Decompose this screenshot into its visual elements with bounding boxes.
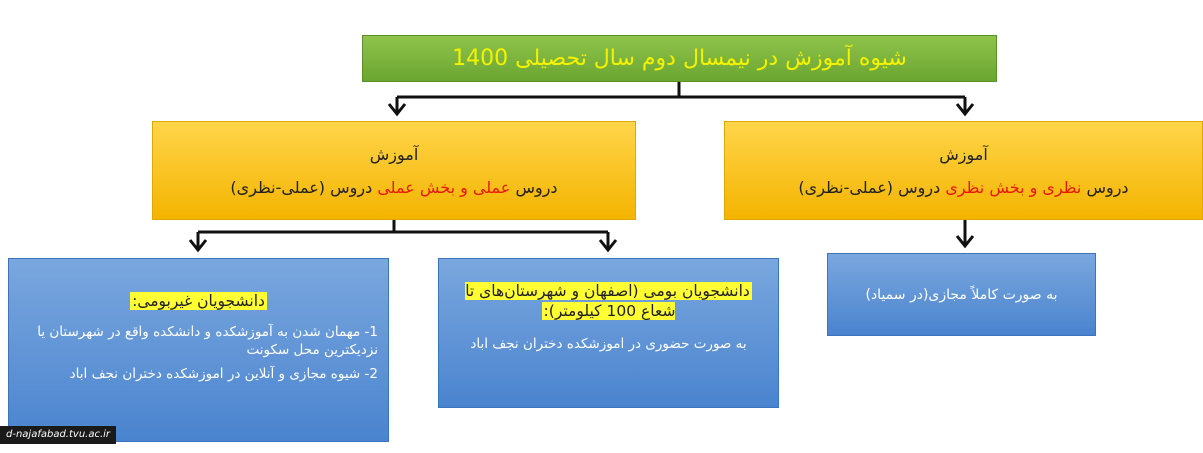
- theory-line2-red: نظری و بخش نظری: [945, 177, 1082, 197]
- practical-box-line2: دروس عملی و بخش عملی دروس (عملی-نظری): [153, 178, 635, 197]
- root-title: شیوه آموزش در نیمسال دوم سال تحصیلی 1400: [452, 46, 907, 71]
- practical-box-line1: آموزش: [369, 144, 419, 164]
- theory-box-line2: دروس نظری و بخش نظری دروس (عملی-نظری): [725, 178, 1202, 197]
- arrowhead-nonnative-icon: [188, 239, 208, 253]
- nonnative-heading-wrap: دانشجویان غیربومی:: [19, 291, 378, 311]
- theory-line2-post: دروس (عملی-نظری): [798, 177, 946, 197]
- native-heading-wrap: دانشجویان بومی (اصفهان و شهرستان‌های تا …: [449, 281, 768, 321]
- virtual-box-text: به صورت کاملاً مجازی(در سمیاد): [865, 286, 1058, 303]
- theory-line2-pre: دروس: [1081, 177, 1129, 197]
- nonnative-heading: دانشجویان غیربومی:: [130, 292, 267, 310]
- virtual-box: به صورت کاملاً مجازی(در سمیاد): [827, 253, 1096, 336]
- nonnative-students-box: دانشجویان غیربومی: 1- مهمان شدن به آموزش…: [8, 258, 389, 442]
- nonnative-item-2: 2- شیوه مجازی و آنلاین در اموزشکده دخترا…: [69, 366, 378, 382]
- nonnative-item-1: 1- مهمان شدن به آموزشکده و دانشکده واقع …: [37, 324, 378, 358]
- theory-box-line1: آموزش: [939, 144, 988, 164]
- practical-line2-post: دروس (عملی-نظری): [230, 177, 378, 197]
- watermark: d-najafabad.tvu.ac.ir: [0, 426, 117, 444]
- practical-line2-pre: دروس: [510, 177, 558, 197]
- arrowhead-right-icon: [955, 103, 975, 117]
- native-text: به صورت حضوری در اموزشکده دختران نجف ابا…: [470, 336, 747, 352]
- native-students-box: دانشجویان بومی (اصفهان و شهرستان‌های تا …: [438, 258, 779, 408]
- root-title-box: شیوه آموزش در نیمسال دوم سال تحصیلی 1400: [362, 35, 997, 82]
- native-heading: دانشجویان بومی (اصفهان و شهرستان‌های تا …: [465, 282, 752, 320]
- theory-education-box: آموزش دروس نظری و بخش نظری دروس (عملی-نظ…: [724, 121, 1203, 220]
- practical-education-box: آموزش دروس عملی و بخش عملی دروس (عملی-نظ…: [152, 121, 636, 220]
- arrowhead-left-icon: [387, 103, 407, 117]
- arrowhead-virtual-icon: [955, 235, 975, 249]
- arrowhead-native-icon: [598, 239, 618, 253]
- practical-line2-red: عملی و بخش عملی: [377, 177, 511, 197]
